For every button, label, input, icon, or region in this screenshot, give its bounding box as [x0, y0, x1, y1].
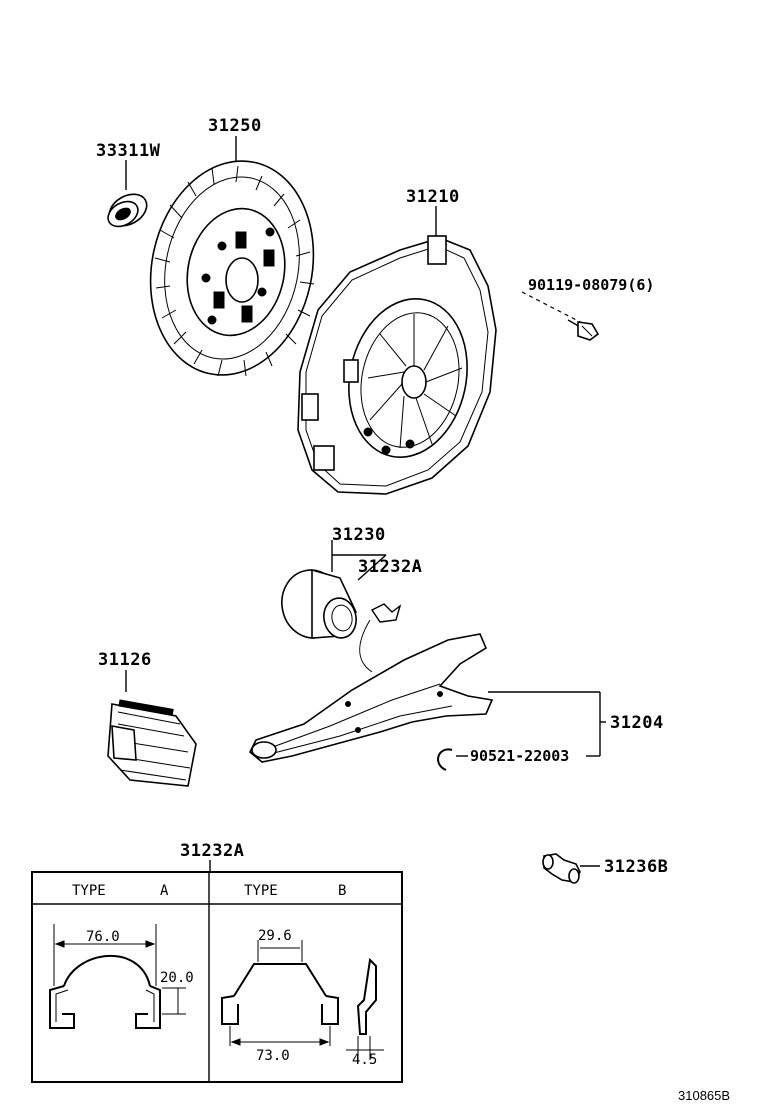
part-label-31126: 31126 — [98, 650, 152, 670]
type-a-header-letter: A — [160, 883, 169, 899]
part-label-cover-bolt: 90119-08079(6) — [528, 276, 654, 294]
part-label-31232a-top: 31232A — [358, 557, 422, 577]
part-label-31250: 31250 — [208, 116, 262, 136]
release-fork-drawing[interactable] — [249, 633, 606, 763]
part-label-31210: 31210 — [406, 187, 460, 207]
type-b-header-label: TYPE — [244, 883, 278, 899]
part-label-33311w: 33311W — [96, 141, 161, 161]
clutch-disc-drawing[interactable] — [131, 136, 332, 390]
part-label-31204: 31204 — [610, 713, 664, 733]
catalog-number: 310865B — [678, 1088, 730, 1103]
clip-type-a-drawing — [49, 924, 186, 1029]
part-label-90521: 90521-22003 — [470, 747, 569, 765]
type-b-thickness: 4.5 — [352, 1052, 377, 1068]
type-b-top-width: 29.6 — [258, 928, 292, 944]
type-a-header-label: TYPE — [72, 883, 106, 899]
clutch-cover-drawing[interactable] — [297, 206, 497, 495]
fork-clip-drawing[interactable] — [437, 748, 468, 771]
release-bearing-drawing[interactable] — [104, 160, 153, 232]
type-a-width: 76.0 — [86, 929, 120, 945]
type-b-header-letter: B — [338, 883, 346, 899]
cover-bolt-drawing[interactable] — [521, 291, 600, 341]
type-b-bottom-width: 73.0 — [256, 1048, 290, 1064]
boot-drawing[interactable] — [107, 670, 197, 787]
clip-small-drawing[interactable] — [359, 603, 402, 673]
release-bearing-hub-drawing[interactable] — [277, 540, 387, 643]
clip-type-table — [31, 860, 403, 1083]
part-label-31230: 31230 — [332, 525, 386, 545]
part-label-31236b: 31236B — [604, 857, 668, 877]
table-title: 31232A — [180, 841, 244, 861]
type-a-height: 20.0 — [160, 970, 194, 986]
clip-type-b-drawing — [221, 940, 384, 1060]
fork-support-drawing[interactable] — [542, 853, 600, 884]
